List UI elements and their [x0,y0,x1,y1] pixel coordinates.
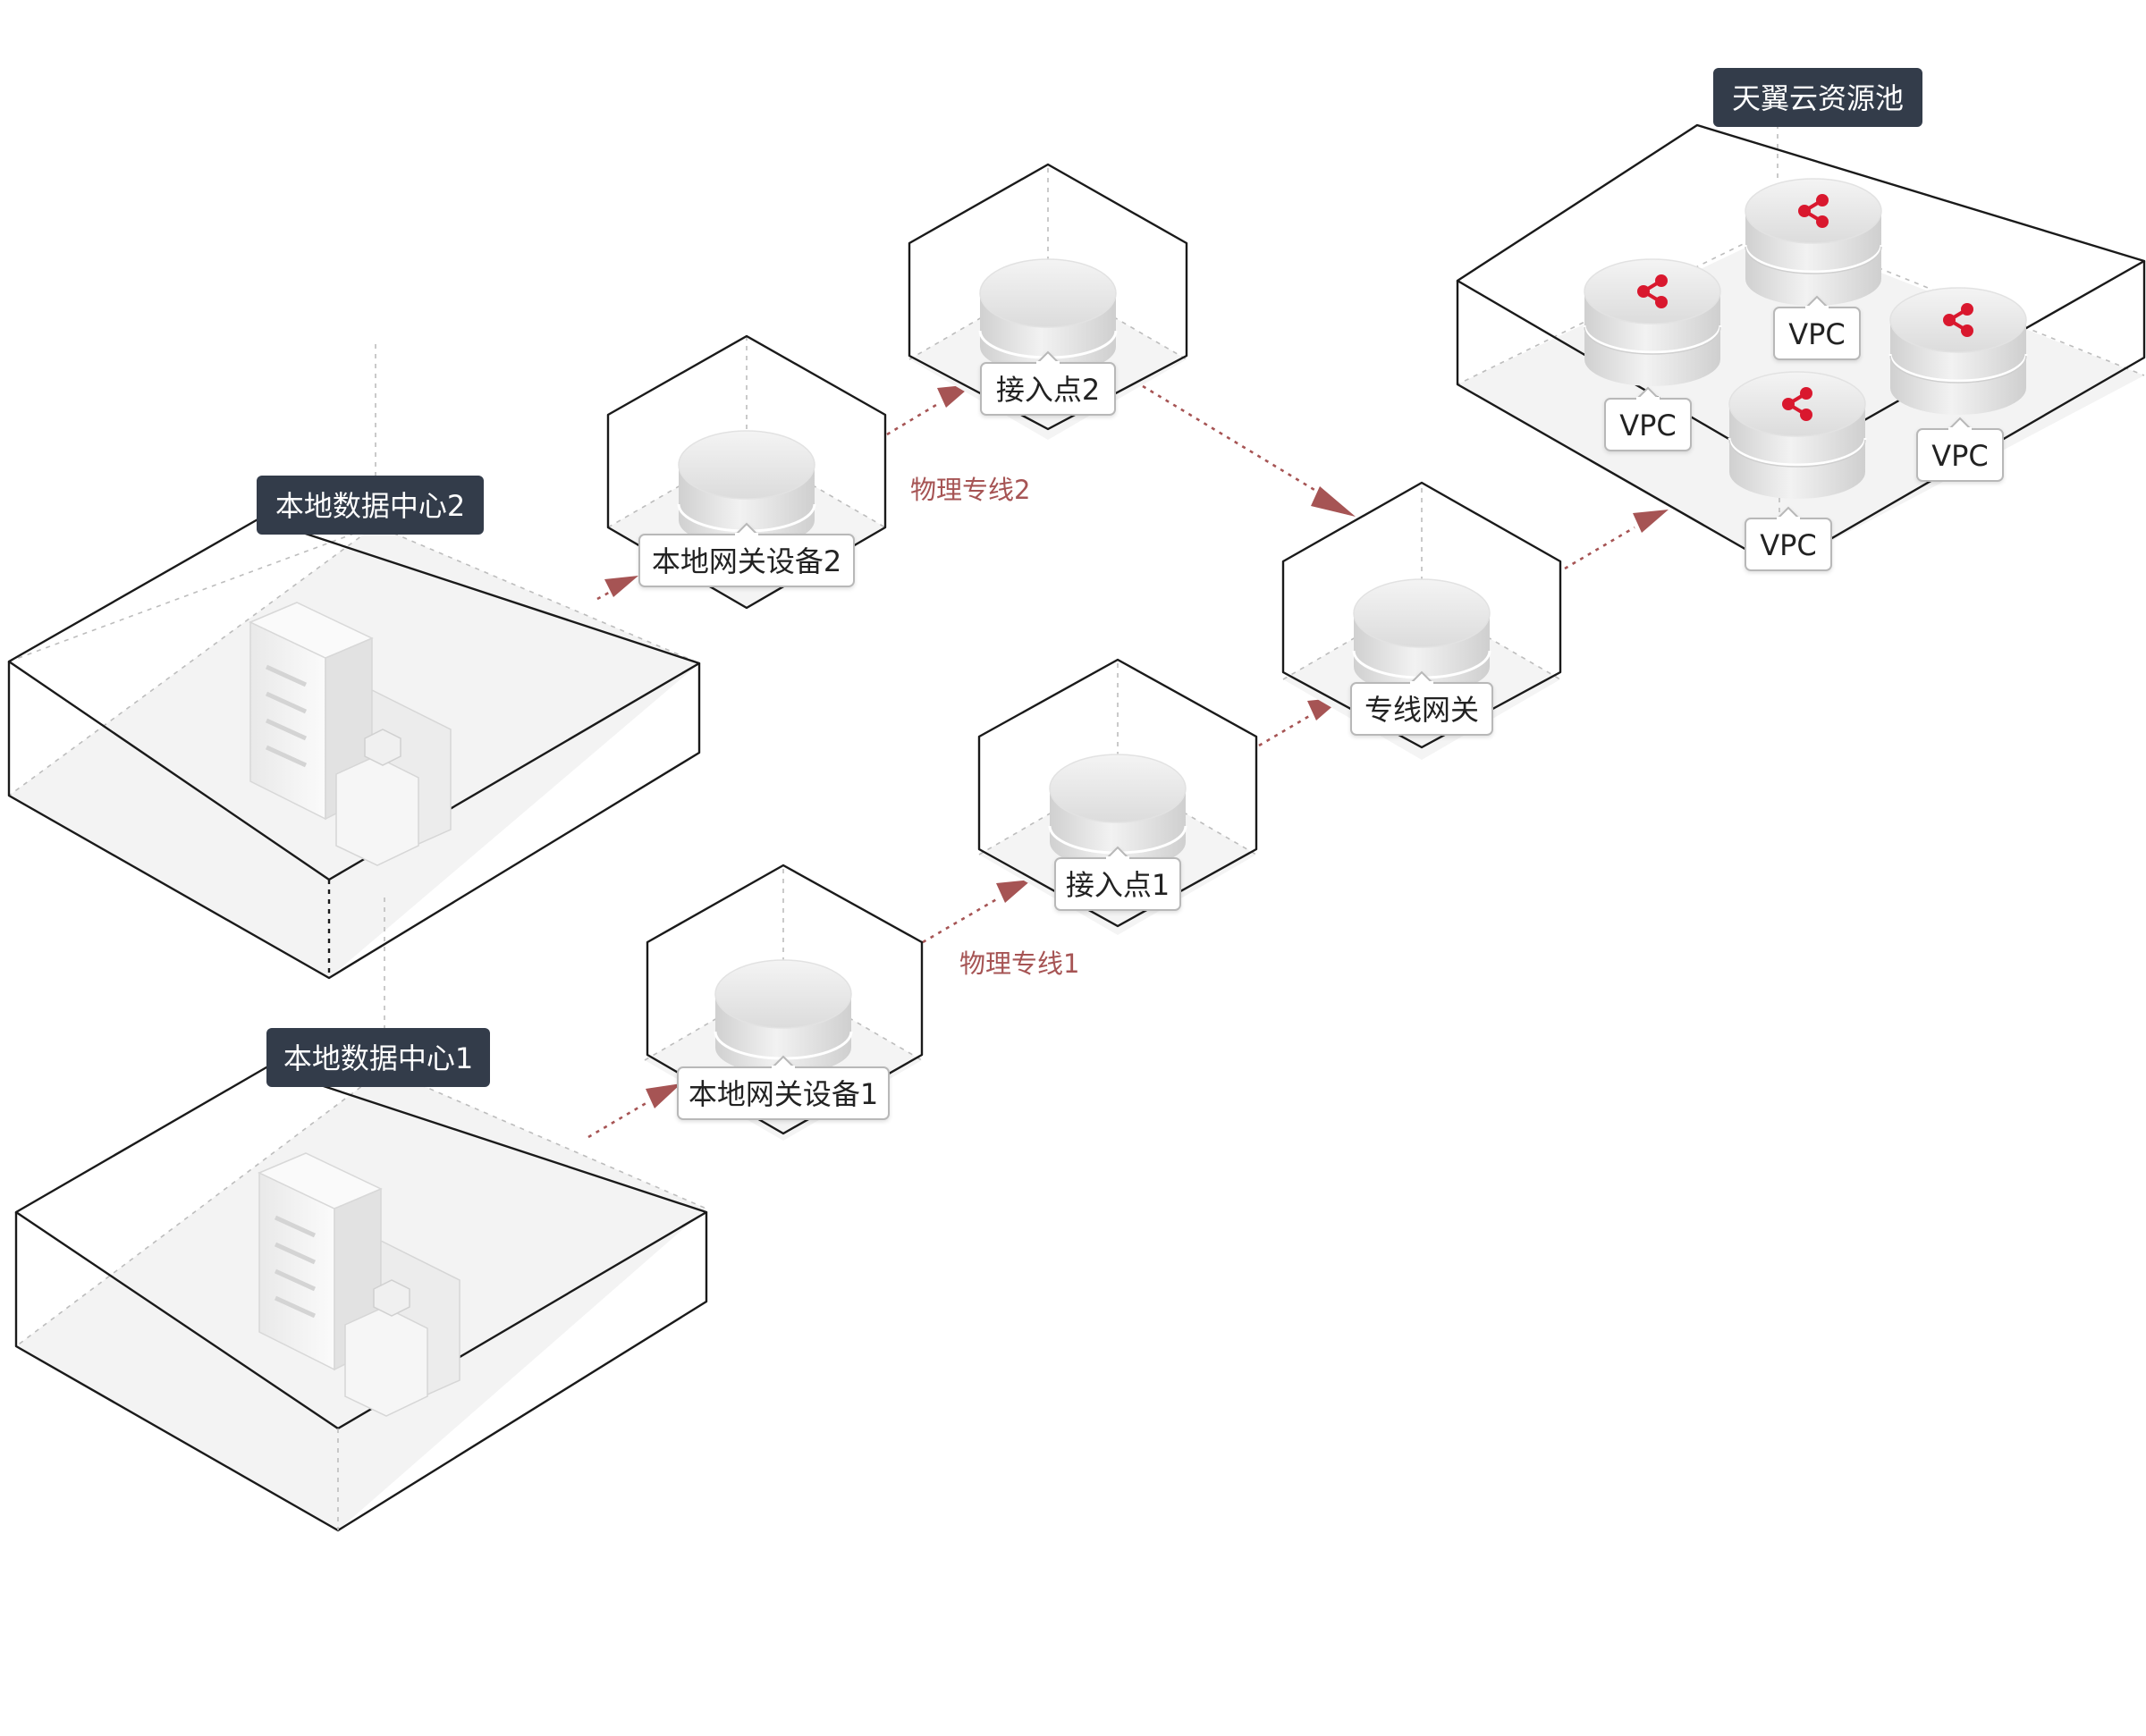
link-gw1-ap1 [922,896,1001,944]
vpc-label-left-box [1604,386,1692,451]
share-icon [1637,274,1668,308]
vpc-label-top-box [1773,295,1861,360]
vpc-label-left: VPC [1619,409,1677,442]
connection-links [587,384,1669,1139]
local-gateway-2-label [638,522,855,587]
link-dgw-cloud [1564,526,1635,570]
arrowhead-icon [604,576,638,597]
local-gateway-1-label [677,1055,890,1120]
arrowhead-icon [1633,510,1669,533]
datacenter-1-label: 本地数据中心1 [283,1041,473,1075]
datacenter-2-label: 本地数据中心2 [275,489,465,523]
physical-line-1-label: 物理专线1 [959,948,1079,979]
vpc-label-right-box [1916,417,2004,482]
share-icon [1943,303,1973,337]
vpc-label-right: VPC [1931,439,1989,473]
physical-line-2-label: 物理专线2 [910,475,1030,505]
disk-icon [1352,578,1491,694]
access-point-1-text: 接入点1 [1066,868,1170,902]
access-point-2-text: 接入点2 [996,373,1100,407]
dedicated-gateway-text: 专线网关 [1364,693,1479,727]
link-ap1-dgw [1258,713,1312,747]
link-dc1-gw1 [587,1100,650,1139]
local-gateway-2-text: 本地网关设备2 [652,544,841,578]
link-ap2-dgw [1142,384,1324,497]
building-icon [249,602,452,866]
link-gw2-ap2 [886,400,942,436]
disk-icon [677,430,816,547]
vpc-cylinder-left [1583,258,1722,386]
datacenter-2-label-bg [257,476,484,535]
vpc-label-top: VPC [1788,317,1846,351]
vpc-cylinder-top [1744,178,1883,306]
arrowhead-icon [1311,486,1356,517]
vpc-cylinder-bottom [1728,371,1867,499]
dedicated-gateway-label [1350,670,1493,736]
disk-icon [714,959,853,1074]
arrowhead-icon [996,880,1032,903]
disk-icon [1048,754,1187,869]
vpc-label-bottom: VPC [1760,528,1817,562]
share-icon [1798,194,1829,228]
cloud-pool-label-bg [1713,68,1922,127]
share-icon [1782,387,1812,421]
vpc-cylinder-right [1888,287,2028,415]
access-point-1-label [1054,846,1181,911]
local-gateway-1-text: 本地网关设备1 [689,1077,878,1111]
access-point-2-label [980,350,1116,416]
datacenter-1-label-bg [266,1028,490,1087]
disk-icon [978,258,1118,374]
building-icon [258,1152,460,1417]
vpc-label-bottom-box [1745,506,1832,571]
arrowhead-icon [646,1083,681,1108]
cloud-pool-label: 天翼云资源池 [1732,81,1904,115]
